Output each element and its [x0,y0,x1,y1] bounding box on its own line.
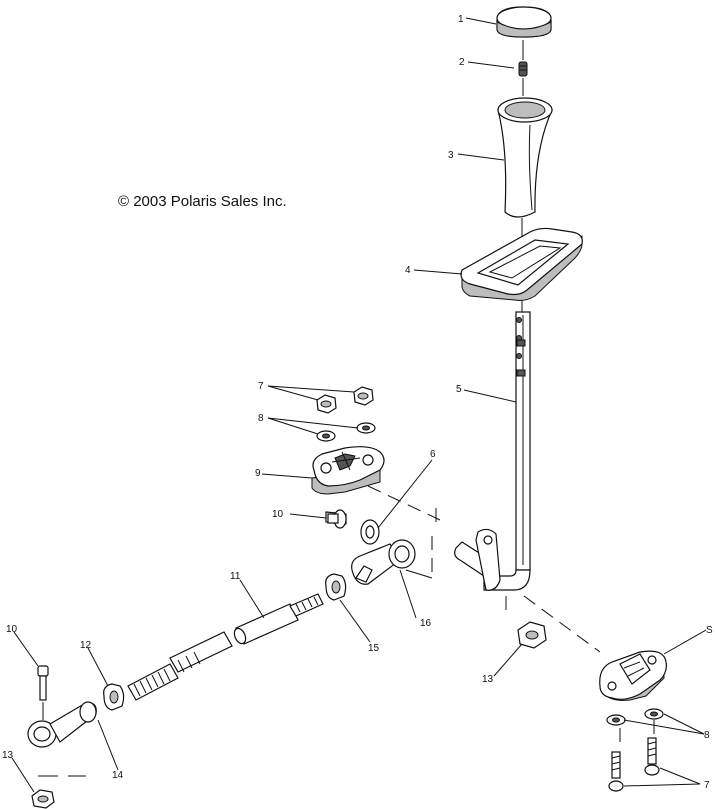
callout-15: 15 [368,643,380,654]
part-13-nut-middle [517,621,547,649]
part-7-nut-upper-left [316,394,337,414]
callout-16: 16 [420,618,432,629]
callout-13-middle: 13 [482,674,494,685]
part-7-bolt-lower-left [608,751,624,792]
part-7-bolt-lower-right [644,737,660,776]
callout-1: 1 [458,14,464,25]
part-10-bolt-lower [37,665,49,720]
part-8-washer-lower-left [606,714,626,726]
part-14-rod-end-lower [27,701,97,748]
callout-11: 11 [230,571,241,582]
part-9-mounting-bracket-lower [599,650,667,701]
part-8-washer-lower-right [644,708,664,720]
part-9-mounting-bracket-upper [311,446,385,495]
part-12-jam-nut [103,683,125,711]
part-16-rod-end-upper [351,539,416,585]
part-6-washer [360,519,380,545]
part-15-nut [325,573,347,601]
part-3-shift-handle [497,97,553,252]
lever-arm-bracket [475,528,501,591]
part-2-set-screw [518,40,528,96]
copyright-notice: © 2003 Polaris Sales Inc. [118,193,287,210]
part-10-bolt-upper [325,509,347,529]
part-13-nut-lower [31,789,55,809]
callout-14: 14 [112,770,124,781]
threaded-rod-upper [289,593,324,617]
callout-7-upper: 7 [258,381,264,392]
part-1-knob-cap [496,6,552,38]
callout-9-upper: 9 [255,468,261,479]
part-7-nut-upper-right [353,386,374,406]
callout-2: 2 [459,57,465,68]
callout-7-lower: 7 [704,780,710,791]
callout-8-lower: 8 [704,730,710,741]
callout-8-upper: 8 [258,413,264,424]
assembly-dashed-lines [38,485,655,777]
leader-lines [11,17,707,793]
part-8-washer-upper-left [316,430,336,442]
callout-5: 5 [456,384,462,395]
callout-10-upper: 10 [272,509,284,520]
callout-s: S [706,625,713,636]
callout-3: 3 [448,150,454,161]
callout-6: 6 [430,449,436,460]
part-11-linkage-tube [233,603,299,645]
callout-10-lower: 10 [6,624,18,635]
callout-labels: 1 2 3 4 5 6 7 8 9 10 11 12 13 14 15 16 8… [2,14,713,791]
part-4-shift-gate-plate [460,227,583,312]
callout-13-lower: 13 [2,750,14,761]
callout-4: 4 [405,265,411,276]
threaded-rod-lower [127,631,233,701]
callout-12: 12 [80,640,92,651]
part-8-washer-upper-right [356,422,376,434]
